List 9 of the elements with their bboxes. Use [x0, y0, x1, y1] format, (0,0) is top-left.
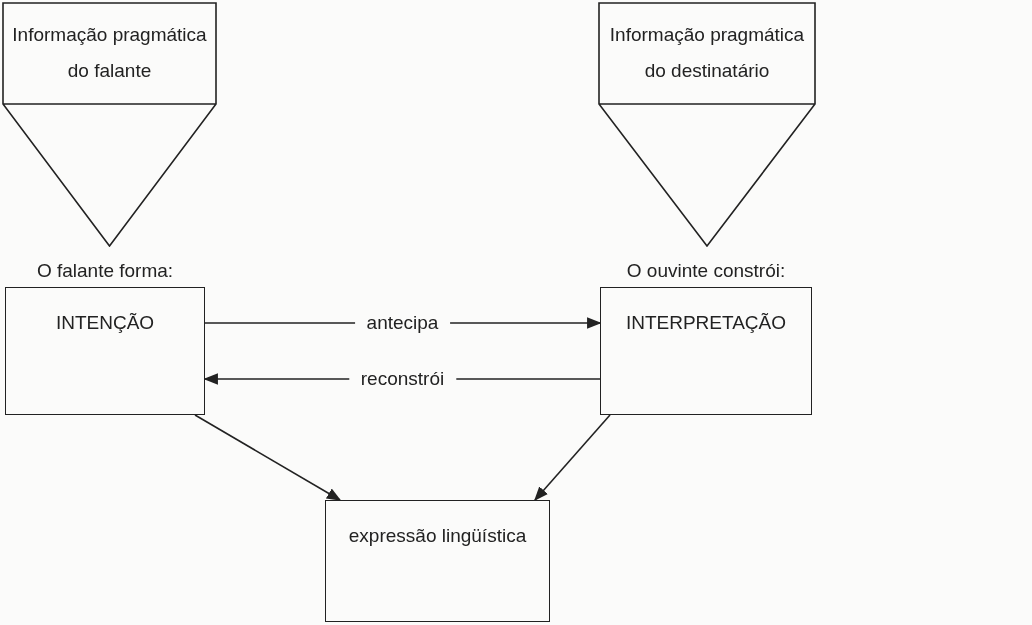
box-label: expressão lingüística	[347, 524, 528, 548]
box-label: Informação pragmática do falante	[11, 23, 208, 83]
box-heading: O falante forma:	[36, 259, 174, 283]
arrow	[534, 414, 611, 502]
box-heading: O ouvinte constrói:	[626, 259, 786, 283]
arrow	[194, 414, 342, 501]
box-label: INTENÇÃO	[54, 311, 156, 335]
box-label: INTERPRETAÇÃO	[624, 311, 788, 335]
box-label: Informação pragmática do destinatário	[608, 23, 806, 83]
